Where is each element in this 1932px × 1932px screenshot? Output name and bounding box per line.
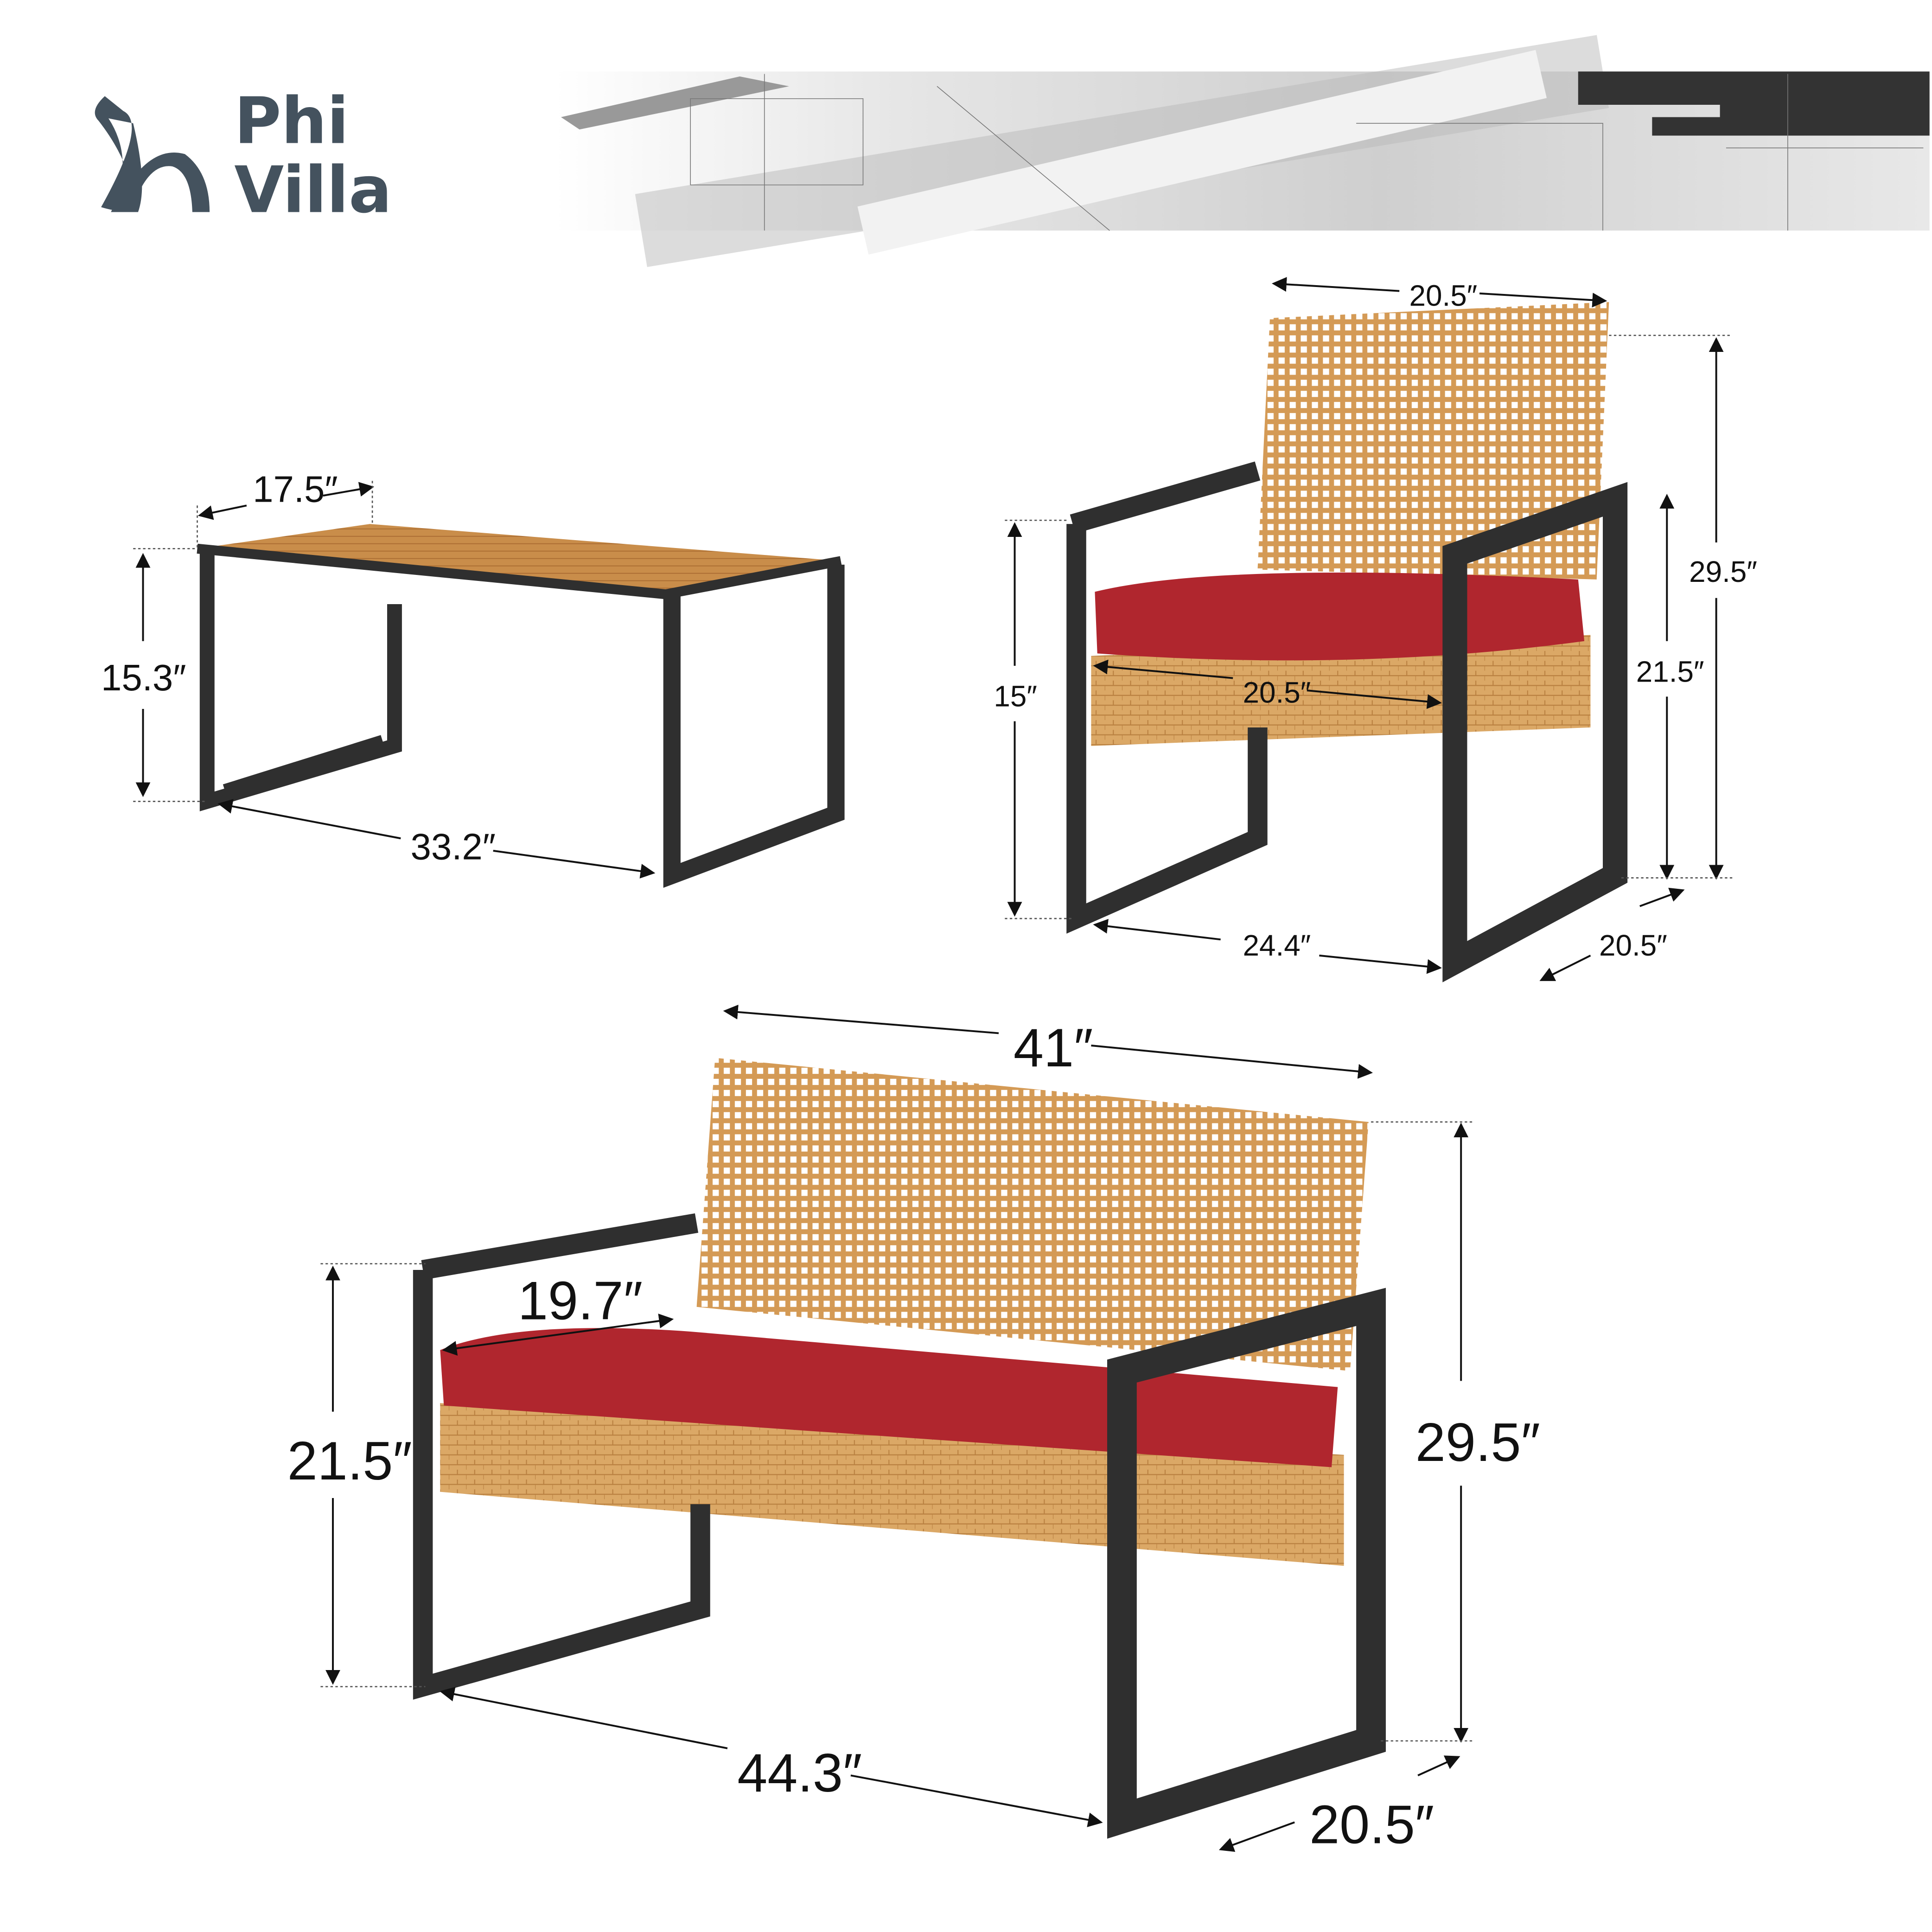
dimension-labels: 17.5″ 15.3″ 33.2″ 20.5″ 29.5″ 21.5″ 15″ … [101, 279, 1757, 1855]
blueprint-banner [555, 35, 1930, 267]
loveseat-depth-label: 20.5″ [1309, 1794, 1434, 1855]
chair-arm-height-label: 21.5″ [1636, 655, 1704, 689]
loveseat-height-label: 29.5″ [1416, 1412, 1540, 1473]
loveseat-arm-height-label: 21.5″ [287, 1430, 412, 1491]
loveseat [413, 1058, 1386, 1839]
chair-depth-label: 20.5″ [1599, 929, 1667, 962]
loveseat-back-width-label: 41″ [1014, 1017, 1093, 1078]
chair-width-label: 24.4″ [1243, 929, 1311, 962]
table-length-label: 33.2″ [411, 826, 496, 867]
chair-height-label: 29.5″ [1689, 555, 1757, 588]
table-height-label: 15.3″ [101, 657, 186, 698]
armchair [1066, 302, 1628, 982]
logo-text-villa: Villa [234, 153, 392, 227]
chair-back-width-label: 20.5″ [1409, 279, 1477, 312]
chair-seat-width-label: 20.5″ [1243, 676, 1311, 709]
loveseat-seat-depth-label: 19.7″ [518, 1270, 643, 1331]
chair-seat-height-label: 15″ [994, 680, 1037, 713]
coffee-table [197, 524, 845, 888]
brand-logo: Phi Villa [95, 83, 392, 227]
table-depth-label: 17.5″ [253, 468, 338, 510]
dimension-lines [143, 284, 1716, 1849]
loveseat-width-label: 44.3″ [737, 1742, 862, 1803]
logo-text-phi: Phi [234, 83, 349, 158]
